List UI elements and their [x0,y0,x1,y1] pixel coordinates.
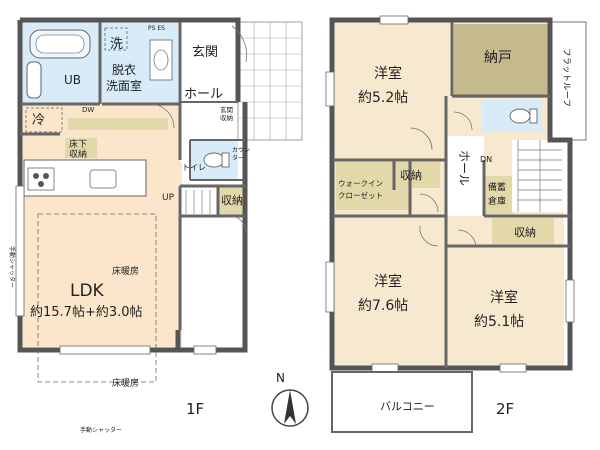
left-window [15,185,25,317]
floor-heating-area [37,213,157,383]
floor2-label: 2F [496,400,514,418]
toilet2-icon [509,108,538,124]
room1-door-swing [409,127,433,151]
stockroom-label-1: 備蓄 [488,181,506,193]
fridge-label: 冷 [32,113,45,128]
balcony-door-2 [499,363,527,373]
walls-1f-wc [180,101,245,181]
floor-1: 洗 UB 脱衣 洗面室 PS ES 玄関 ホール 玄関 収納 冷 DW 床下 収… [8,17,303,434]
western3-size-label: 約5.1帖 [474,314,524,330]
washer-space [104,27,128,51]
stair2-fill [512,140,566,212]
right-window-2f [565,279,575,323]
entrance-storage-label-1: 玄関 [220,105,233,114]
counter-label-1: カウン [232,146,250,154]
western2-size-label: 約7.6帖 [358,298,408,314]
up-label: UP [162,193,175,203]
floor-heat-top-label: 床暖房 [112,265,139,277]
hall-door-swing [149,103,175,129]
hall2-label: ホール [457,150,471,186]
walkin-door-swing [419,193,439,213]
fridge-space [25,107,63,133]
sink-icon [89,169,117,189]
compass-north-label: N [276,371,285,385]
storage-right-fill [492,218,554,244]
bottom-window-small [193,345,217,355]
room2-door-swing [419,225,439,247]
flat-roof-label: フラットルーフ [561,48,571,107]
western1-label: 洋室 [374,65,402,82]
storage-door-swing [229,215,247,233]
ps-es-label: PS ES [148,25,165,32]
toilet-icon [203,152,230,168]
stockroom-label-2: 倉庫 [488,195,506,207]
walls-1f-inner [20,22,246,330]
dn-label: DN [480,155,492,164]
floor1-label: 1F [186,400,204,418]
closet-label: 納戸 [484,50,512,66]
walkin-label-2: クローゼット [338,190,383,200]
entrance-porch [237,21,303,141]
toilet2-door-swing [453,111,473,131]
balcony-door-1 [371,363,399,373]
ldk-size-label: 約15.7帖+約3.0帖 [30,305,143,320]
entrance-fill [178,22,238,102]
wash-label: 洗 [110,37,123,52]
underfloor-fill [65,138,97,158]
storage-right-label: 収納 [514,226,536,239]
walls-2f-inner [332,22,570,368]
floor-2: 洋室 約5.2帖 納戸 フラットルーフ ウォークイン クローゼット 収納 ホール… [325,15,587,433]
left-window-2f-lower [325,261,335,313]
bottom-window [59,345,151,355]
entrance-label: 玄関 [192,45,218,60]
dressing-label-2: 洗面室 [106,78,142,93]
room3-door-swing [457,229,477,249]
storage-mid-label: 収納 [400,169,422,182]
entrance-storage-label-2: 収納 [220,113,233,122]
stair1-fill [178,186,218,216]
western2-label: 洋室 [374,273,402,290]
western1-size-label: 約5.2帖 [358,90,408,106]
kitchen-counter [23,159,147,197]
vanity-sink-icon [149,39,173,81]
storage-mid-fill [394,162,440,188]
floor-heat-bottom-label: 床暖房 [112,377,139,389]
ub-label: UB [64,73,81,87]
hall2-fill [446,136,484,216]
entrance-door-swing [231,25,248,63]
stair-up [185,190,211,214]
counter-label-2: ター [232,154,244,162]
hall1-label: ホール [184,87,223,102]
bathtub-icon [29,29,91,59]
top-window [379,15,409,25]
dressing-label-1: 脱衣 [112,62,136,77]
underfloor-label-2: 収納 [69,148,87,160]
balcony [331,371,473,433]
storage1-label: 収納 [221,194,243,207]
western3-label: 洋室 [490,289,518,306]
dw-fill [68,118,168,130]
shutter-bottom-label: 手動シャッター [80,426,122,434]
compass-icon: N [271,371,309,427]
closet-fill [454,24,548,98]
toilet-label: トイレ [182,163,206,172]
stockroom-fill [484,176,514,214]
ldk-label: LDK [70,281,105,301]
dw-label: DW [82,106,94,114]
washbasin-icon [26,61,42,99]
balcony-label: バルコニー [380,400,435,413]
underfloor-label-1: 床下 [69,138,87,150]
stair-down [517,140,562,212]
walls-2f-outer [329,17,573,371]
storage1-fill [218,186,246,216]
walkin-label-1: ウォークイン [338,179,383,188]
left-window-2f-upper [325,71,335,107]
shutter-left-label: 手動シャッター [8,246,16,288]
